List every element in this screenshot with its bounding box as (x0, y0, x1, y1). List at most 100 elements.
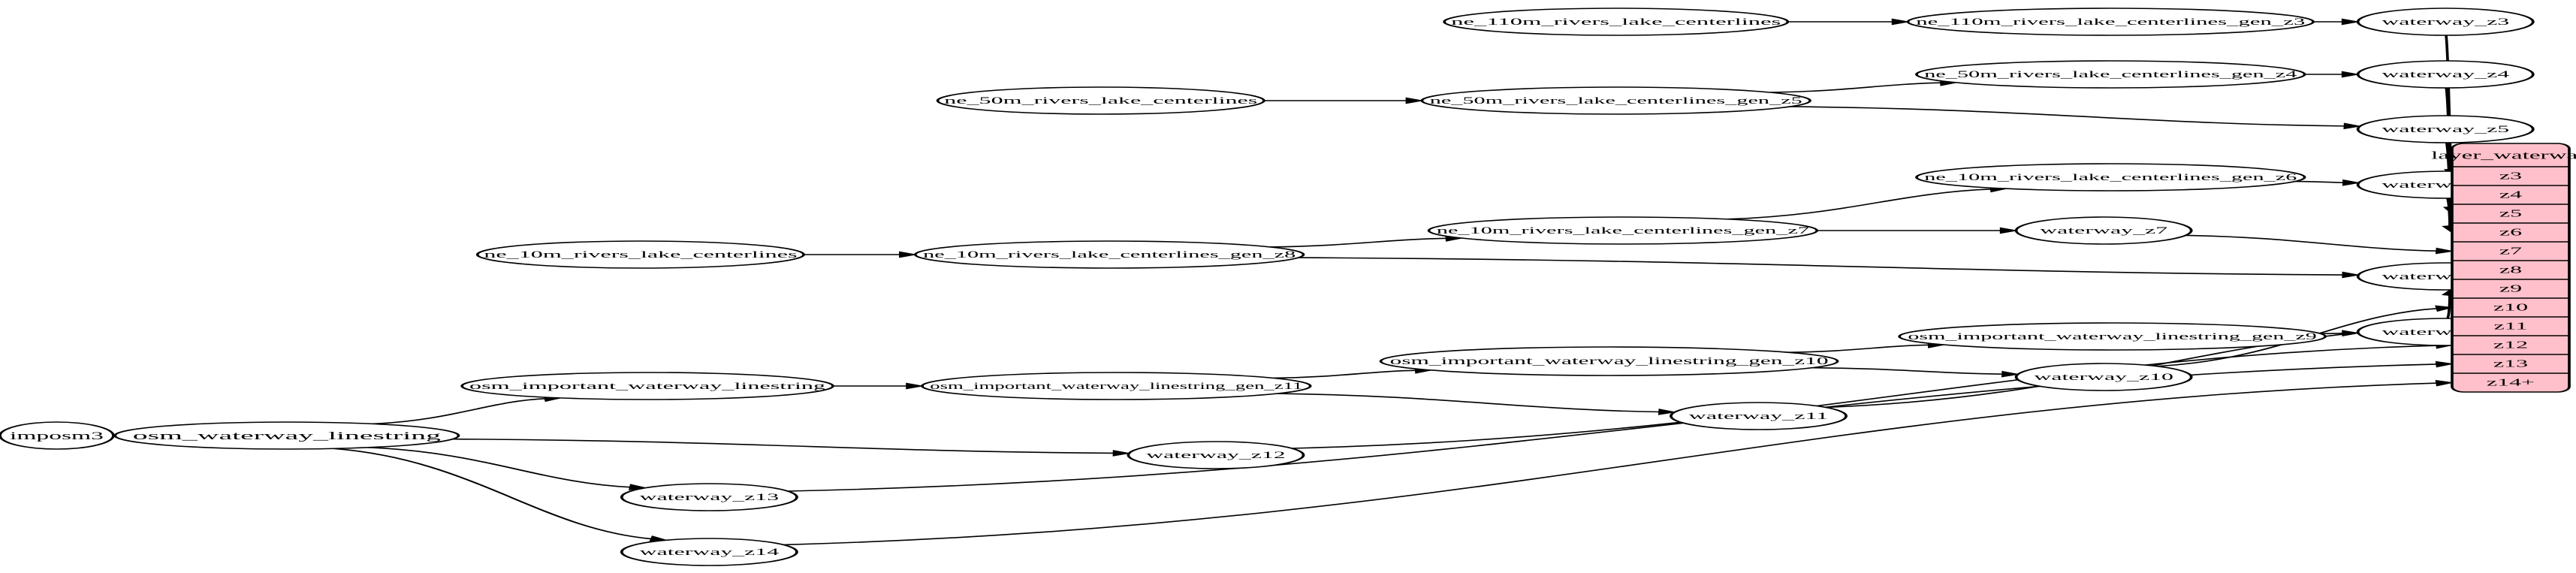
node-label: waterway_z5 (2381, 124, 2509, 134)
table-row-label: z9 (2499, 283, 2522, 294)
table-row[interactable]: z12 (2493, 339, 2528, 351)
edge (2313, 18, 2360, 26)
graph-node-ne_10m_rivers_lake_centerlines[interactable]: ne_10m_rivers_lake_centerlines (475, 240, 805, 269)
node-label: ne_10m_rivers_lake_centerlines_gen_z8 (923, 249, 1296, 260)
edge (452, 438, 1132, 457)
graph-node-waterway_z13[interactable]: waterway_z13 (620, 483, 798, 511)
node-label: ne_50m_rivers_lake_centerlines (944, 95, 1257, 106)
node-shape (1670, 402, 1848, 430)
node-shape (2356, 115, 2535, 143)
node-label: ne_110m_rivers_lake_centerlines (1451, 17, 1781, 27)
table-row[interactable]: z6 (2499, 227, 2522, 238)
table-row[interactable]: z13 (2493, 358, 2528, 369)
edge (804, 251, 918, 258)
table-row-label: z13 (2493, 358, 2528, 369)
edge (1787, 18, 1911, 26)
table-row[interactable]: z7 (2499, 246, 2522, 257)
node-shape (1915, 60, 2306, 89)
edge (1273, 366, 1434, 379)
edge (333, 448, 669, 542)
graph-node-imposm3[interactable]: imposm3 (0, 421, 115, 450)
table-row[interactable]: z9 (2499, 283, 2522, 294)
graph-node-ne_50m_rivers_lake_centerlines[interactable]: ne_50m_rivers_lake_centerlines (936, 86, 1265, 115)
edge (1270, 235, 1464, 248)
node-shape (1420, 86, 1811, 115)
edge (368, 447, 648, 490)
table-layer: layer_waterwayz3z4z5z6z7z8z9z10z11z12z13… (2431, 143, 2576, 393)
graph-node-waterway_z12[interactable]: waterway_z12 (1127, 441, 1305, 469)
graph-node-ne_50m_rivers_lake_centerlines_gen_z4[interactable]: ne_50m_rivers_lake_centerlines_gen_z4 (1915, 60, 2306, 89)
graph-node-osm_waterway_linestring[interactable]: osm_waterway_linestring (113, 421, 460, 450)
edge (1263, 97, 1425, 104)
graph-node-osm_important_waterway_linestring_gen_z9[interactable]: osm_important_waterway_linestring_gen_z9 (1898, 322, 2327, 351)
graph-node-waterway_z3[interactable]: waterway_z3 (2356, 8, 2535, 36)
graph-node-waterway_z10[interactable]: waterway_z10 (2014, 363, 2193, 391)
graph-node-osm_important_waterway_linestring_gen_z10[interactable]: osm_important_waterway_linestring_gen_z1… (1379, 346, 1839, 376)
graph-node-ne_10m_rivers_lake_centerlines_gen_z8[interactable]: ne_10m_rivers_lake_centerlines_gen_z8 (913, 240, 1305, 269)
node-label: osm_important_waterway_linestring (469, 381, 825, 391)
graph-node-waterway_z4[interactable]: waterway_z4 (2356, 60, 2535, 89)
table-row[interactable]: z14+ (2487, 377, 2535, 388)
edge (1817, 227, 2019, 234)
table-row[interactable]: z11 (2493, 321, 2527, 332)
node-shape (1898, 322, 2327, 351)
node-label: waterway_z4 (2381, 69, 2509, 80)
edge (783, 379, 2455, 546)
node-shape (1427, 216, 1819, 245)
node-shape (921, 372, 1312, 400)
edge (2185, 234, 2455, 255)
layer-waterway-table[interactable]: layer_waterwayz3z4z5z6z7z8z9z10z11z12z13… (2431, 143, 2576, 393)
edge (1788, 342, 1947, 354)
node-label: imposm3 (10, 430, 104, 442)
graph-node-ne_110m_rivers_lake_centerlines[interactable]: ne_110m_rivers_lake_centerlines (1443, 8, 1790, 36)
table-row[interactable]: z10 (2493, 302, 2528, 313)
table-row-label: z4 (2499, 189, 2522, 201)
node-shape (1915, 163, 2306, 192)
node-label: ne_50m_rivers_lake_centerlines_gen_z5 (1430, 95, 1802, 106)
table-row[interactable]: z4 (2499, 189, 2522, 201)
node-label: osm_important_waterway_linestring_gen_z1… (930, 381, 1302, 391)
node-label: osm_important_waterway_linestring_gen_z1… (1390, 355, 1829, 366)
node-shape (1906, 8, 2315, 36)
graph-node-osm_important_waterway_linestring[interactable]: osm_important_waterway_linestring (460, 372, 834, 400)
table-row-label: z7 (2499, 246, 2522, 257)
graph-node-waterway_z11[interactable]: waterway_z11 (1670, 402, 1848, 430)
edge (1727, 185, 2009, 220)
graph-node-osm_important_waterway_linestring_gen_z11[interactable]: osm_important_waterway_linestring_gen_z1… (921, 372, 1312, 400)
node-label: waterway_z14 (640, 547, 779, 557)
node-shape (0, 421, 115, 450)
node-shape (1379, 346, 1839, 376)
graph-node-ne_10m_rivers_lake_centerlines_gen_z7[interactable]: ne_10m_rivers_lake_centerlines_gen_z7 (1427, 216, 1819, 245)
graph-node-ne_50m_rivers_lake_centerlines_gen_z5[interactable]: ne_50m_rivers_lake_centerlines_gen_z5 (1420, 86, 1811, 115)
node-label: waterway_z10 (2034, 372, 2173, 382)
node-shape (1443, 8, 1790, 36)
node-label: ne_10m_rivers_lake_centerlines_gen_z6 (1924, 172, 2297, 182)
node-label: waterway_z3 (2381, 17, 2509, 27)
table-row[interactable]: z3 (2499, 170, 2522, 182)
graph-node-waterway_z14[interactable]: waterway_z14 (620, 538, 798, 566)
edge (1298, 257, 2361, 279)
graph-node-ne_110m_rivers_lake_centerlines_gen_z3[interactable]: ne_110m_rivers_lake_centerlines_gen_z3 (1906, 8, 2315, 36)
table-row-label: z8 (2499, 264, 2522, 276)
edge-layer (98, 18, 2470, 546)
table-row-label: z5 (2499, 208, 2522, 219)
node-shape (913, 240, 1305, 269)
node-label: osm_important_waterway_linestring_gen_z9 (1908, 331, 2316, 342)
node-layer: imposm3 osm_waterway_linestring osm_import… (0, 8, 2535, 566)
graph-node-ne_10m_rivers_lake_centerlines_gen_z6[interactable]: ne_10m_rivers_lake_centerlines_gen_z6 (1915, 163, 2306, 192)
graph-node-waterway_z7[interactable]: waterway_z7 (2014, 216, 2193, 245)
table-row-label: z10 (2493, 302, 2528, 313)
node-shape (2356, 8, 2535, 36)
table-row[interactable]: z8 (2499, 264, 2522, 276)
node-label: waterway_z13 (640, 492, 779, 502)
node-shape (1127, 441, 1305, 469)
edge (2295, 179, 2361, 186)
node-label: ne_110m_rivers_lake_centerlines_gen_z3 (1916, 17, 2305, 27)
node-shape (475, 240, 805, 269)
node-shape (2014, 363, 2193, 391)
table-row[interactable]: z5 (2499, 208, 2522, 219)
table-background (2451, 143, 2571, 393)
graph-node-waterway_z5[interactable]: waterway_z5 (2356, 115, 2535, 143)
edge (1277, 393, 1678, 415)
